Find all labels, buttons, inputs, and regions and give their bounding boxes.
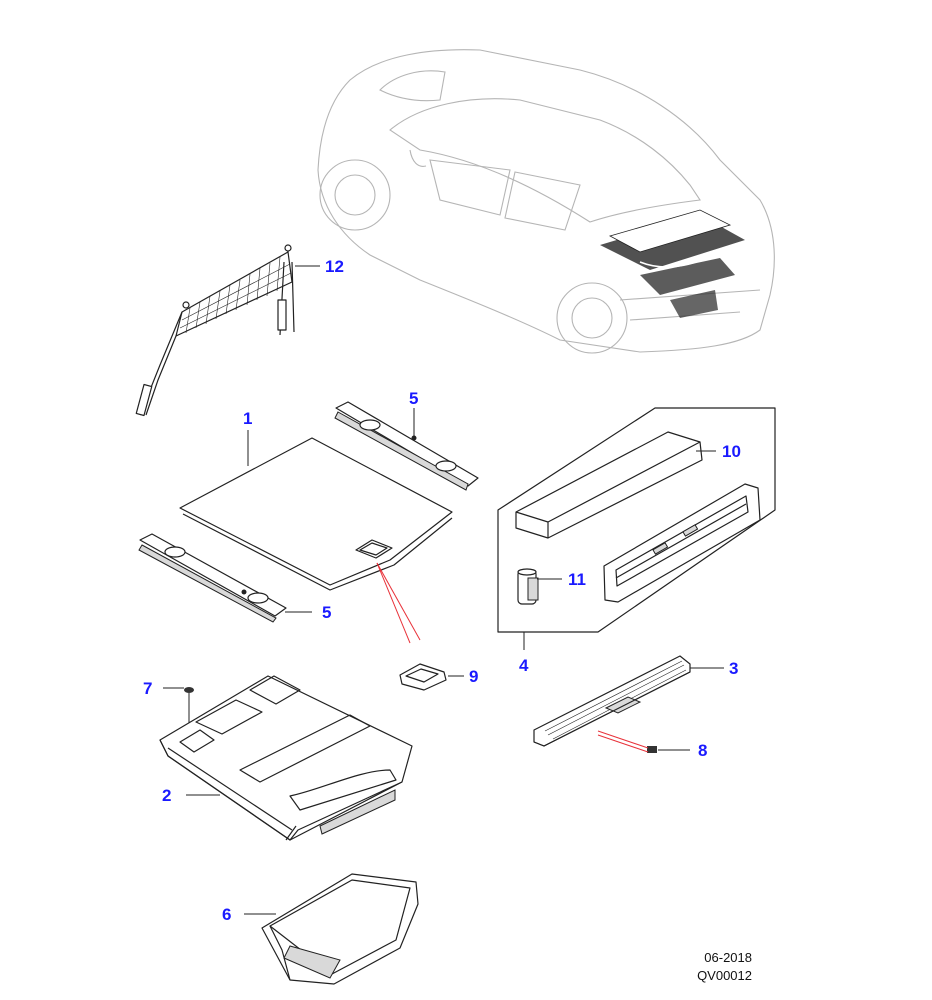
- callout-2: 2: [162, 786, 171, 805]
- part-5-rail-lower: [138, 533, 287, 623]
- callout-6: 6: [222, 905, 231, 924]
- callout-4: 4: [519, 656, 529, 675]
- callout-9: 9: [469, 667, 478, 686]
- callout-5-lower: 5: [322, 603, 331, 622]
- callout-12: 12: [325, 257, 344, 276]
- part-11-cylinder: [517, 568, 539, 605]
- part-3-sill-plate: [533, 655, 691, 747]
- callout-1: 1: [243, 409, 252, 428]
- footer-date: 06-2018: [704, 950, 752, 965]
- part-1-load-floor: [179, 437, 453, 591]
- part-6-lower-tub: [261, 873, 419, 985]
- part-9-pad: [376, 562, 447, 691]
- callout-10: 10: [722, 442, 741, 461]
- callout-3: 3: [729, 659, 738, 678]
- leader-lines: [163, 265, 724, 915]
- vehicle-illustration: [317, 49, 775, 354]
- part-12-luggage-net: [135, 244, 295, 417]
- callout-11: 11: [568, 570, 586, 589]
- callout-8: 8: [698, 741, 707, 760]
- part-5-rail-upper: [334, 401, 479, 491]
- part-4-frame: [603, 483, 761, 603]
- part-10-cover-panel: [515, 431, 703, 539]
- part-4-kit-bracket: [497, 407, 776, 633]
- part-8-fastener: [597, 730, 657, 753]
- callout-5-upper: 5: [409, 389, 418, 408]
- part-2-storage-tray: [159, 675, 413, 841]
- footer-code: QV00012: [697, 968, 752, 983]
- callout-7: 7: [143, 679, 152, 698]
